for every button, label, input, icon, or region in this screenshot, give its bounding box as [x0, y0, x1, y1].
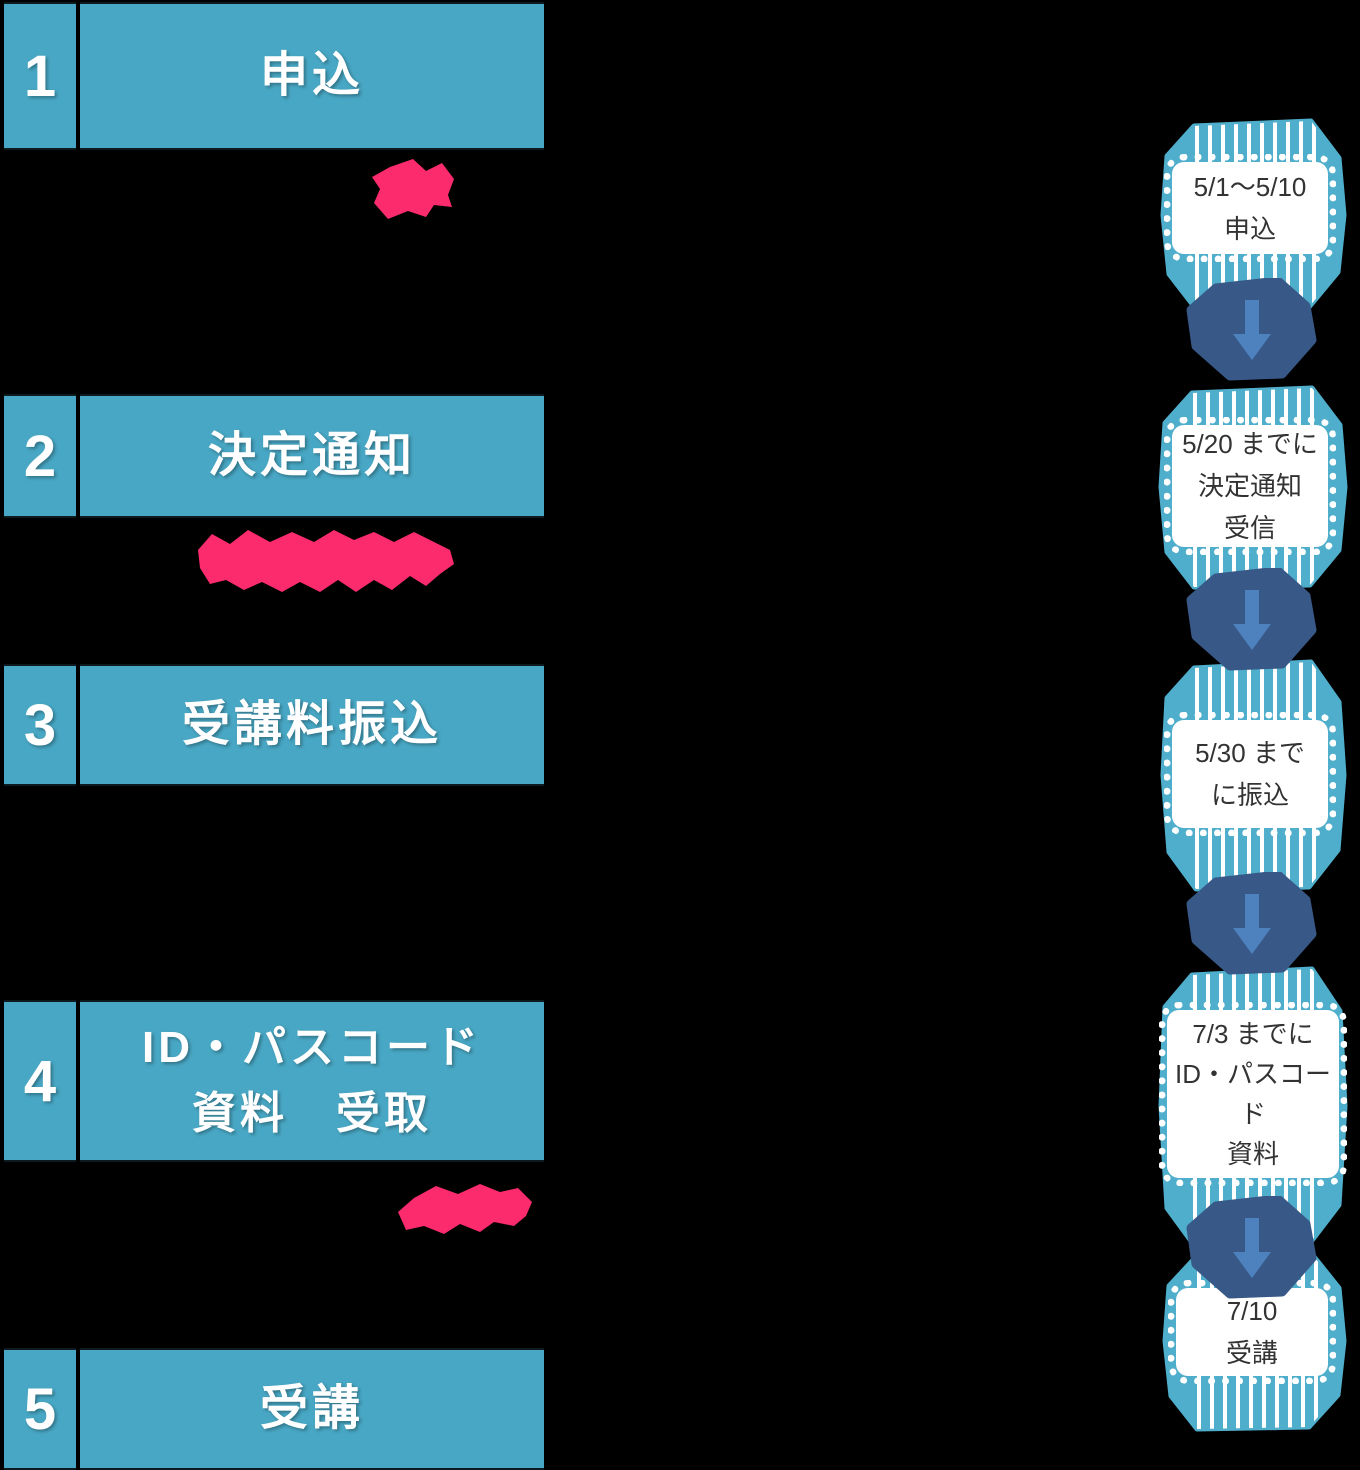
timeline-line: 7/3 までに — [1192, 1019, 1314, 1049]
step-title: 資料 受取 — [192, 1089, 432, 1138]
down-arrow-icon — [1186, 278, 1317, 381]
step-title: 受講 — [259, 1382, 364, 1435]
step-row-3: 3 受講料振込 — [4, 664, 544, 786]
timeline-label-box: 7/10 受講 — [1168, 1280, 1336, 1384]
step-number: 5 — [4, 1348, 76, 1470]
highlight-blob — [198, 530, 454, 592]
step-title-cell: 決定通知 — [80, 394, 544, 518]
down-arrow-icon — [1186, 568, 1317, 671]
timeline-line: 5/1～5/10 — [1193, 172, 1307, 202]
timeline-line: 決定通知 — [1197, 471, 1302, 501]
timeline-line: 申込 — [1223, 214, 1276, 244]
step-number: 3 — [4, 664, 76, 786]
timeline-line: ド — [1239, 1099, 1266, 1129]
timeline-line: 受信 — [1223, 513, 1276, 543]
step-title: 決定通知 — [207, 429, 416, 482]
step-row-4: 4 ID・パスコード 資料 受取 — [4, 1000, 544, 1162]
step-row-5: 5 受講 — [4, 1348, 544, 1470]
step-number: 2 — [4, 394, 76, 518]
down-arrow-icon — [1186, 1196, 1317, 1299]
timeline-node-1: 5/1～5/10 申込 — [1160, 118, 1347, 312]
step-row-2: 2 決定通知 — [4, 394, 544, 518]
timeline-line: に振込 — [1210, 780, 1289, 810]
timeline-node-3: 5/30 まで に振込 — [1160, 658, 1347, 892]
step-title-cell: 受講料振込 — [80, 664, 544, 786]
timeline-node-2: 5/20 までに 決定通知 受信 — [1158, 385, 1348, 590]
timeline-label-box: 5/1～5/10 申込 — [1164, 154, 1336, 262]
timeline-line: 5/30 まで — [1195, 738, 1305, 768]
timeline-line: 受講 — [1225, 1338, 1278, 1368]
step-number: 1 — [4, 2, 76, 150]
step-title: 受講料振込 — [181, 698, 442, 751]
highlight-blob — [398, 1184, 532, 1234]
timeline-line: 資料 — [1226, 1139, 1279, 1169]
timeline-label-box: 5/30 まで に振込 — [1164, 712, 1336, 836]
timeline-line: ID・パスコー — [1174, 1059, 1331, 1089]
step-title-cell: ID・パスコード 資料 受取 — [80, 1000, 544, 1162]
highlight-blob — [372, 159, 454, 219]
step-title: ID・パスコード — [142, 1023, 482, 1072]
timeline-label-box: 5/20 までに 決定通知 受信 — [1164, 417, 1336, 555]
step-title-cell: 申込 — [80, 2, 544, 150]
timeline-label-box: 7/3 までに ID・パスコー ド 資料 — [1159, 1002, 1347, 1186]
step-row-1: 1 申込 — [4, 2, 544, 150]
down-arrow-icon — [1186, 872, 1317, 975]
step-number: 4 — [4, 1000, 76, 1162]
step-title: 申込 — [259, 49, 364, 102]
timeline-line: 7/10 — [1226, 1296, 1278, 1326]
step-title-cell: 受講 — [80, 1348, 544, 1470]
timeline-line: 5/20 までに — [1182, 429, 1318, 459]
